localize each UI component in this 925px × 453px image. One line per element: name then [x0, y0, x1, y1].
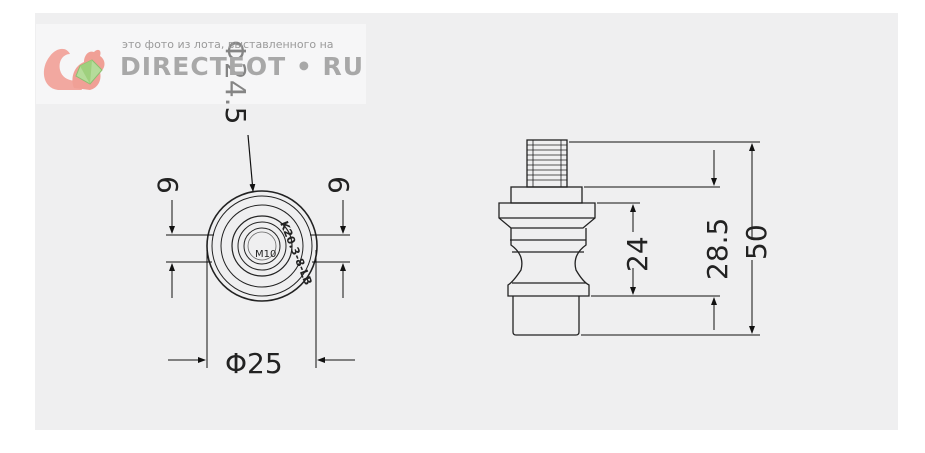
mid-ring	[220, 204, 304, 288]
bore-ring	[237, 221, 287, 271]
outer-ring	[206, 190, 318, 302]
dim-50-label: 50	[740, 224, 773, 260]
outer-ring-inner	[211, 195, 313, 297]
bottom-shank	[512, 296, 580, 336]
thread-pattern	[527, 140, 567, 187]
watermark: это фото из лота, выставленного на DIREC…	[36, 24, 366, 104]
left-side-dimension	[166, 200, 214, 298]
watermark-brand: DIRECTEOT • RU	[120, 52, 365, 81]
dim-24-label: 24	[621, 236, 654, 272]
right-side-dimension	[310, 200, 350, 298]
bottom-diameter-label: Φ25	[225, 347, 283, 380]
thread-label: M10	[255, 249, 276, 260]
bore	[243, 227, 281, 265]
bottom-diameter-dimension	[168, 250, 355, 368]
side-dimensions	[569, 141, 760, 336]
bore-inner	[247, 231, 277, 261]
top-view	[206, 190, 318, 302]
neck-profile	[507, 228, 590, 297]
side-view	[498, 139, 596, 336]
top-diameter-label: Φ24.5	[219, 40, 252, 124]
dim-28-5-label: 28.5	[701, 218, 734, 280]
collar	[510, 186, 583, 204]
right-side-label: 6	[322, 176, 355, 194]
top-diameter-leader	[247, 134, 256, 192]
left-side-label: 6	[151, 176, 184, 194]
mid-ring-inner	[231, 215, 293, 277]
top-flange	[498, 202, 596, 229]
squirrel-logo-icon	[43, 48, 105, 90]
watermark-caption: это фото из лота, выставленного на	[122, 38, 334, 51]
